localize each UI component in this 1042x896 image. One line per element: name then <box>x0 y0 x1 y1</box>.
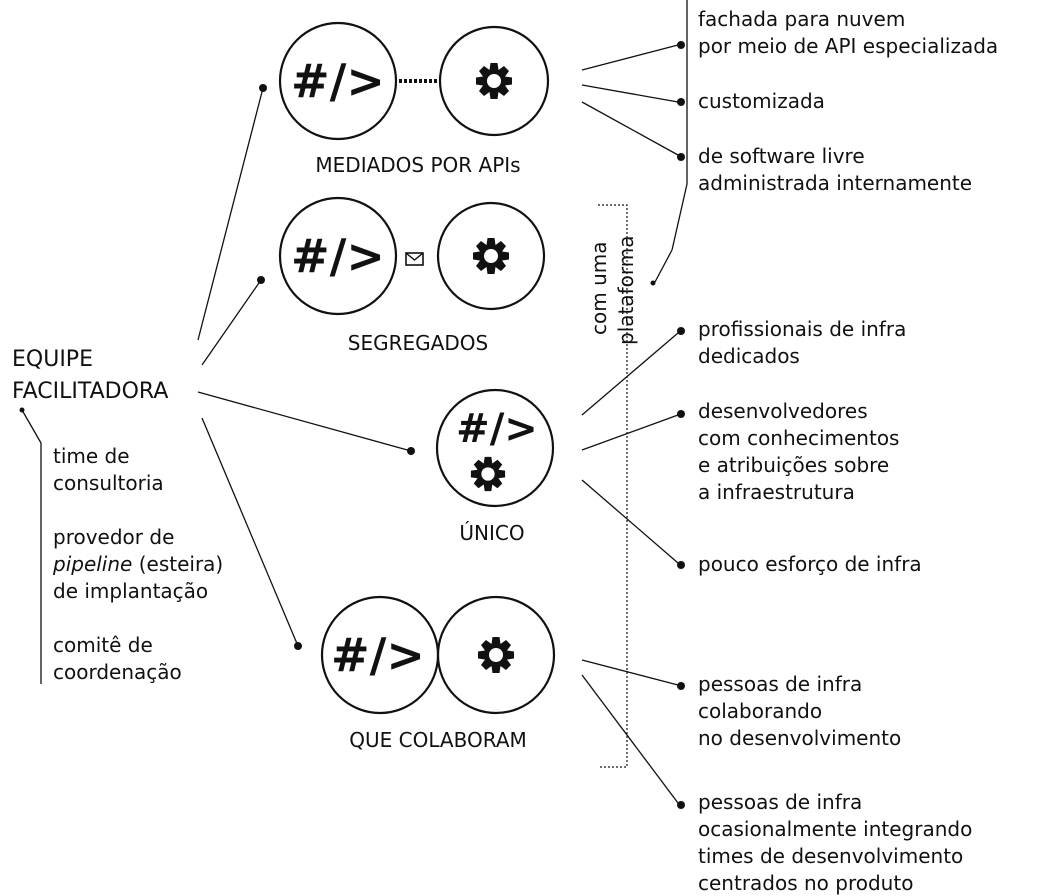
connector-pouco-esforco <box>581 479 679 564</box>
note-colaborando-line-3: no desenvolvimento <box>698 726 901 750</box>
connector-desenvolvedores <box>581 414 679 451</box>
connector-mediados-dot <box>259 84 267 92</box>
platform-options-bracket-tail <box>654 249 673 283</box>
connector-colaboram-dot <box>294 642 302 650</box>
role-pipeline-line-1: provedor de <box>53 525 174 549</box>
platform-note-line-2: plataforma <box>614 236 638 346</box>
platform-dotted-bracket <box>598 204 628 768</box>
root-roles-connector <box>21 409 42 444</box>
role-comite-line-2: coordenação <box>53 660 182 684</box>
note-desenvolvedores-line-1: desenvolvedores <box>698 399 868 423</box>
connector-segregados-dot <box>257 276 265 284</box>
note-integrando-line-1: pessoas de infra <box>698 790 862 814</box>
colaboram-connectors <box>581 659 685 809</box>
gear-icon <box>478 637 514 673</box>
connector-fachada <box>581 44 679 71</box>
role-pipeline-italic: pipeline <box>52 552 132 576</box>
platform-bracket: com uma plataforma <box>587 204 638 768</box>
connector-colaborando <box>581 659 679 686</box>
topology-mediados: #/> MEDIADOS POR APIs <box>278 21 550 177</box>
topology-segregados: #/> SEGREGADOS <box>278 196 546 355</box>
connector-software-livre-dot <box>677 153 685 161</box>
note-desenvolvedores-line-4: a infraestrutura <box>698 480 855 504</box>
platform-options-bracket-dot <box>650 280 656 286</box>
platform-options-bracket <box>650 0 688 286</box>
note-profissionais-line-1: profissionais de infra <box>698 317 906 341</box>
code-symbol-icon: #/> <box>331 628 425 682</box>
root-title-line-2: FACILITADORA <box>12 379 168 404</box>
envelope-icon <box>405 252 424 266</box>
connector-unico-dot <box>407 447 415 455</box>
connector-pouco-esforco-dot <box>677 561 685 569</box>
colaboram-notes: pessoas de infra colaborando no desenvol… <box>698 672 972 895</box>
role-comite-line-1: comitê de <box>53 633 153 657</box>
note-pouco-esforco: pouco esforço de infra <box>698 552 922 576</box>
platform-options-bracket-link <box>671 183 688 251</box>
root-title-line-1: EQUIPE <box>12 347 93 372</box>
root-node: EQUIPE FACILITADORA <box>12 347 168 413</box>
note-desenvolvedores-line-2: com conhecimentos <box>698 426 899 450</box>
code-symbol-icon: #/> <box>291 229 385 283</box>
note-colaborando-line-1: pessoas de infra <box>698 672 862 696</box>
code-symbol-icon: #/> <box>291 54 385 108</box>
platform-options: fachada para nuvem por meio de API espec… <box>698 7 998 195</box>
note-desenvolvedores-line-3: e atribuições sobre <box>698 453 889 477</box>
unico-circle <box>435 388 555 508</box>
connector-colaboram <box>201 417 299 647</box>
topology-label-segregados: SEGREGADOS <box>348 331 488 355</box>
note-integrando-line-3: times de desenvolvimento <box>698 844 963 868</box>
note-integrando-line-4: centrados no produto <box>698 871 913 895</box>
segregados-code-circle <box>278 196 398 316</box>
topology-colaboram: #/> QUE COLABORAM <box>320 595 556 752</box>
platform-option-connectors <box>581 41 685 161</box>
topology-unico: #/> ÚNICO <box>435 388 555 545</box>
option-customizada: customizada <box>698 89 825 113</box>
connector-customizada-dot <box>677 98 685 106</box>
connector-unico <box>197 391 412 452</box>
connector-desenvolvedores-dot <box>677 410 685 418</box>
note-profissionais-line-2: dedicados <box>698 344 800 368</box>
option-software-livre-line-1: de software livre <box>698 144 865 168</box>
connector-profissionais-dot <box>677 327 685 335</box>
unico-notes: profissionais de infra dedicados desenvo… <box>698 317 922 576</box>
note-integrando-line-2: ocasionalmente integrando <box>698 817 972 841</box>
role-pipeline-line-3: de implantação <box>53 579 208 603</box>
connector-profissionais <box>581 332 679 416</box>
topology-label-mediados: MEDIADOS POR APIs <box>315 153 520 177</box>
topology-label-unico: ÚNICO <box>459 521 524 545</box>
connector-integrando-dot <box>677 801 685 809</box>
role-pipeline-line-2: pipeline (esteira) <box>52 552 223 576</box>
option-fachada-line-1: fachada para nuvem <box>698 7 905 31</box>
connector-mediados <box>197 87 264 341</box>
role-consultoria-line-1: time de <box>53 444 130 468</box>
root-connectors <box>197 84 415 650</box>
topology-label-colaboram: QUE COLABORAM <box>349 728 527 752</box>
root-roles: time de consultoria provedor de pipeline… <box>21 409 223 684</box>
connector-colaborando-dot <box>677 682 685 690</box>
option-software-livre-line-2: administrada internamente <box>698 171 972 195</box>
note-colaborando-line-2: colaborando <box>698 699 822 723</box>
connector-fachada-dot <box>677 41 685 49</box>
connector-integrando <box>581 674 679 804</box>
connector-software-livre <box>581 101 679 156</box>
role-consultoria-line-2: consultoria <box>53 471 164 495</box>
option-fachada-line-2: por meio de API especializada <box>698 34 998 58</box>
connector-segregados <box>201 279 262 366</box>
platform-note-line-1: com uma <box>587 242 611 336</box>
unico-connectors <box>581 327 685 569</box>
code-symbol-icon: #/> <box>456 406 538 452</box>
colaboram-gear-circle <box>436 595 556 715</box>
mediados-code-circle <box>278 21 398 141</box>
connector-customizada <box>581 84 679 103</box>
role-pipeline-rest: (esteira) <box>132 552 223 576</box>
